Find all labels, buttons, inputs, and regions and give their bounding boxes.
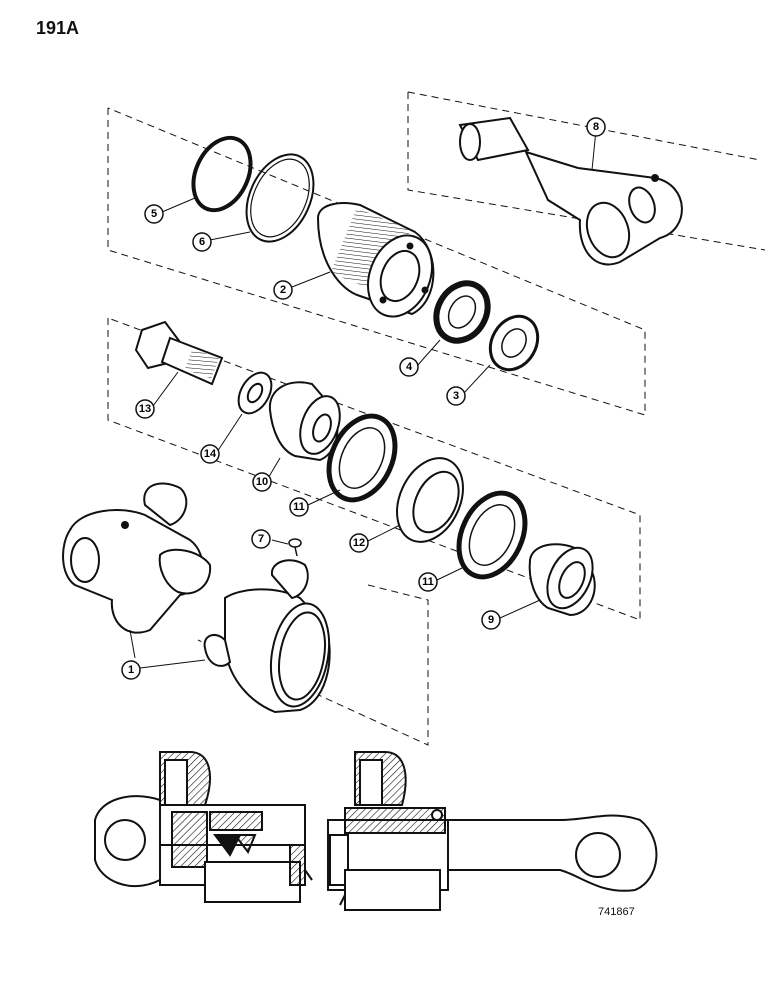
callout-11-lower: 11 <box>418 572 438 592</box>
svg-text:8: 8 <box>593 121 599 133</box>
svg-text:11: 11 <box>293 501 305 513</box>
callout-7: 7 <box>251 529 271 549</box>
svg-text:1: 1 <box>128 664 134 676</box>
assembled-cutaway-right <box>327 751 658 911</box>
wiper-part <box>488 314 540 372</box>
callout-14: 14 <box>200 444 220 464</box>
seal-part <box>433 280 491 344</box>
svg-text:5: 5 <box>151 208 157 220</box>
page-number: 191A <box>36 18 80 38</box>
spacer-part <box>396 457 464 543</box>
o-ring-part <box>191 135 253 213</box>
callout-6: 6 <box>192 232 212 252</box>
bolt-part <box>134 320 224 386</box>
callout-2: 2 <box>273 280 293 300</box>
svg-text:11: 11 <box>422 576 434 588</box>
callout-11-upper: 11 <box>289 497 309 517</box>
svg-text:7: 7 <box>258 533 264 545</box>
piston-part <box>316 202 435 318</box>
svg-text:13: 13 <box>139 403 151 415</box>
svg-text:3: 3 <box>453 390 459 402</box>
svg-text:2: 2 <box>280 284 286 296</box>
callout-9: 9 <box>481 610 501 630</box>
callout-13: 13 <box>135 399 155 419</box>
svg-text:12: 12 <box>353 537 365 549</box>
callout-5: 5 <box>144 204 164 224</box>
set-screw-part <box>288 538 302 557</box>
assembled-cutaway-left <box>94 751 313 903</box>
cylinder-barrel-part <box>62 482 331 714</box>
callout-3: 3 <box>446 386 466 406</box>
piston-seal-ring-lower <box>456 490 528 580</box>
svg-text:9: 9 <box>488 614 494 626</box>
piston-nut-part <box>268 381 341 462</box>
svg-text:14: 14 <box>204 448 217 460</box>
piston-rod-part <box>458 116 683 266</box>
callout-12: 12 <box>349 533 369 553</box>
callout-8: 8 <box>586 117 606 137</box>
drawing-code: 741867 <box>598 906 635 918</box>
callout-4: 4 <box>399 357 419 377</box>
svg-text:6: 6 <box>199 236 205 248</box>
callout-10: 10 <box>252 472 272 492</box>
piston-seal-ring-upper <box>326 413 398 503</box>
washer-part <box>237 371 273 415</box>
callout-1: 1 <box>121 660 141 680</box>
backup-ring-part <box>245 153 315 243</box>
callout-markers: 1 2 3 4 5 6 7 8 <box>121 117 606 680</box>
svg-text:4: 4 <box>406 361 413 373</box>
gland-part <box>528 543 596 617</box>
svg-text:10: 10 <box>256 476 268 488</box>
